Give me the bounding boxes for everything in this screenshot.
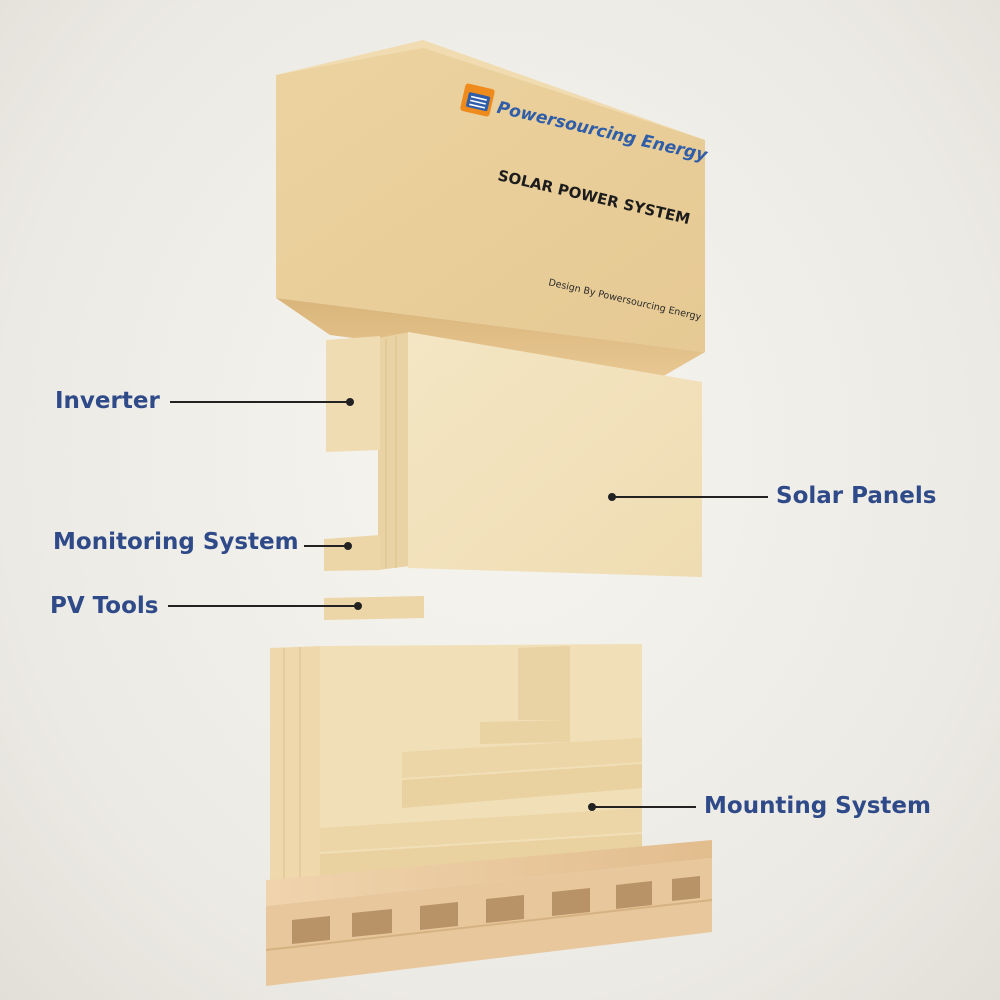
logo-mark-stripes xyxy=(469,95,487,109)
monitoring-block xyxy=(324,535,380,571)
label-inverter: Inverter xyxy=(55,388,160,414)
pallet-slot xyxy=(616,881,652,909)
pallet-top xyxy=(266,840,712,906)
pallet-slot xyxy=(486,895,524,923)
leader-lines xyxy=(168,398,768,811)
label-monitoring-system: Monitoring System xyxy=(53,529,299,555)
label-mounting-system: Mounting System xyxy=(704,793,931,819)
leader-dot-monitoring xyxy=(344,542,352,550)
solar-panel-block xyxy=(408,332,702,577)
mounting-inner-corner xyxy=(518,646,570,720)
rail-top xyxy=(480,720,570,744)
pallet-slot xyxy=(292,916,330,944)
rail-3 xyxy=(320,808,642,852)
leader-dot-solar-panels xyxy=(608,493,616,501)
rail-2 xyxy=(402,764,642,808)
middle-layer xyxy=(324,332,702,577)
pallet-slot xyxy=(352,909,392,937)
label-pv-tools: PV Tools xyxy=(50,593,159,619)
panel-stack-edge xyxy=(378,332,410,570)
mounting-side-boards xyxy=(270,646,322,882)
leader-dot-pv-tools xyxy=(354,602,362,610)
pallet-slot xyxy=(672,876,700,901)
pallet-slots xyxy=(292,876,700,944)
box-bottom-face xyxy=(276,298,705,378)
leader-dot-mounting xyxy=(588,803,596,811)
rail-1 xyxy=(402,738,642,778)
pv-tools-block xyxy=(324,596,424,620)
label-solar-panels: Solar Panels xyxy=(776,483,937,509)
pallet-board-line xyxy=(265,899,713,951)
pallet-slot xyxy=(420,902,458,930)
pallet-slot xyxy=(552,888,590,916)
pallet-group xyxy=(265,644,713,986)
inverter-block xyxy=(326,336,380,452)
box-front-face xyxy=(276,48,705,352)
leader-dot-inverter xyxy=(346,398,354,406)
rail-4 xyxy=(320,834,642,876)
carton-box: Powersourcing Energy SOLAR POWER SYSTEM … xyxy=(276,40,710,378)
